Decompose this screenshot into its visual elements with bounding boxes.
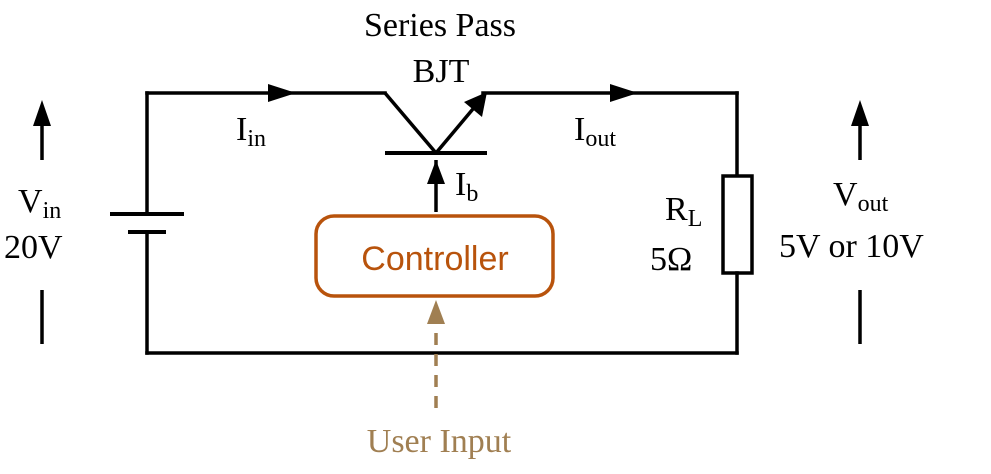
load-label: RL bbox=[665, 191, 702, 232]
bjt-transistor bbox=[383, 91, 487, 155]
load-resistor-symbol bbox=[721, 174, 754, 275]
user-input-label: User Input bbox=[367, 423, 512, 460]
transistor-title-line2: BJT bbox=[413, 53, 470, 90]
input-current-arrow-icon bbox=[268, 84, 296, 102]
output-current-label: Iout bbox=[574, 111, 616, 152]
user-input-arrow-icon bbox=[427, 300, 445, 324]
input-current-label: Iin bbox=[236, 111, 266, 152]
vin-up-arrow-icon bbox=[33, 100, 51, 126]
output-voltage-indicator: Vout 5V or 10V bbox=[779, 100, 924, 344]
base-current-arrow-icon bbox=[427, 160, 445, 184]
transistor-title-line1: Series Pass bbox=[364, 7, 516, 44]
emitter-arrow-icon bbox=[464, 92, 487, 117]
controller-box bbox=[314, 214, 555, 298]
input-branch bbox=[110, 91, 184, 355]
output-voltage-value: 5V or 10V bbox=[779, 228, 924, 265]
input-voltage-value: 20V bbox=[4, 229, 63, 266]
input-voltage-label: Vin bbox=[18, 183, 61, 224]
vout-up-arrow-icon bbox=[851, 100, 869, 126]
bjt-collector bbox=[383, 91, 438, 155]
input-voltage-indicator: Vin 20V bbox=[4, 100, 63, 344]
load-value: 5Ω bbox=[650, 241, 692, 278]
battery-symbol bbox=[110, 212, 184, 234]
output-current-arrow-icon bbox=[610, 84, 638, 102]
base-current-label: Ib bbox=[455, 166, 478, 207]
controller-label: Controller bbox=[361, 240, 508, 278]
output-voltage-label: Vout bbox=[833, 176, 889, 217]
